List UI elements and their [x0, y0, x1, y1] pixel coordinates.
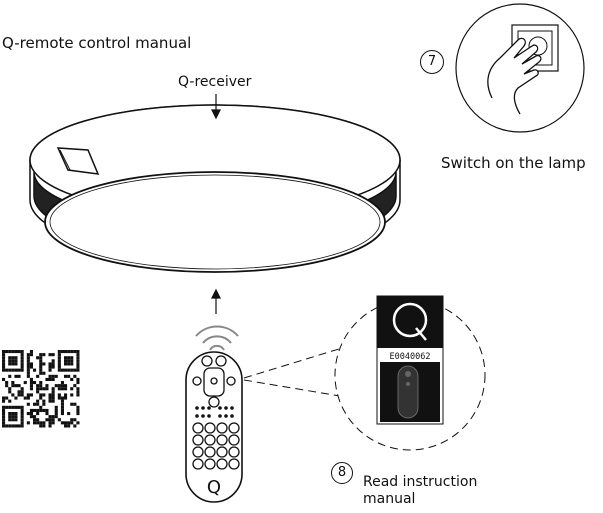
callout-lines [243, 344, 353, 399]
product-code: E0040062 [390, 352, 431, 362]
step-8-text: Read instruction manual [363, 474, 478, 507]
step-8-number: 8 [331, 462, 353, 484]
step-7-text: Switch on the lamp [441, 154, 586, 172]
signal-waves-icon [195, 325, 239, 351]
receiver-arrow [211, 94, 221, 120]
receiver-label: Q-receiver [178, 74, 252, 90]
remote-q-logo: Q [207, 477, 221, 498]
product-box-illustration [376, 295, 444, 425]
page-title: Q-remote control manual [2, 34, 192, 52]
step-7-number: 7 [420, 50, 444, 74]
qr-code [2, 350, 80, 428]
ceiling-lamp-illustration [29, 104, 401, 273]
remote-control-illustration [185, 351, 243, 503]
signal-arrow [211, 288, 221, 314]
switch-on-illustration [455, 3, 585, 133]
